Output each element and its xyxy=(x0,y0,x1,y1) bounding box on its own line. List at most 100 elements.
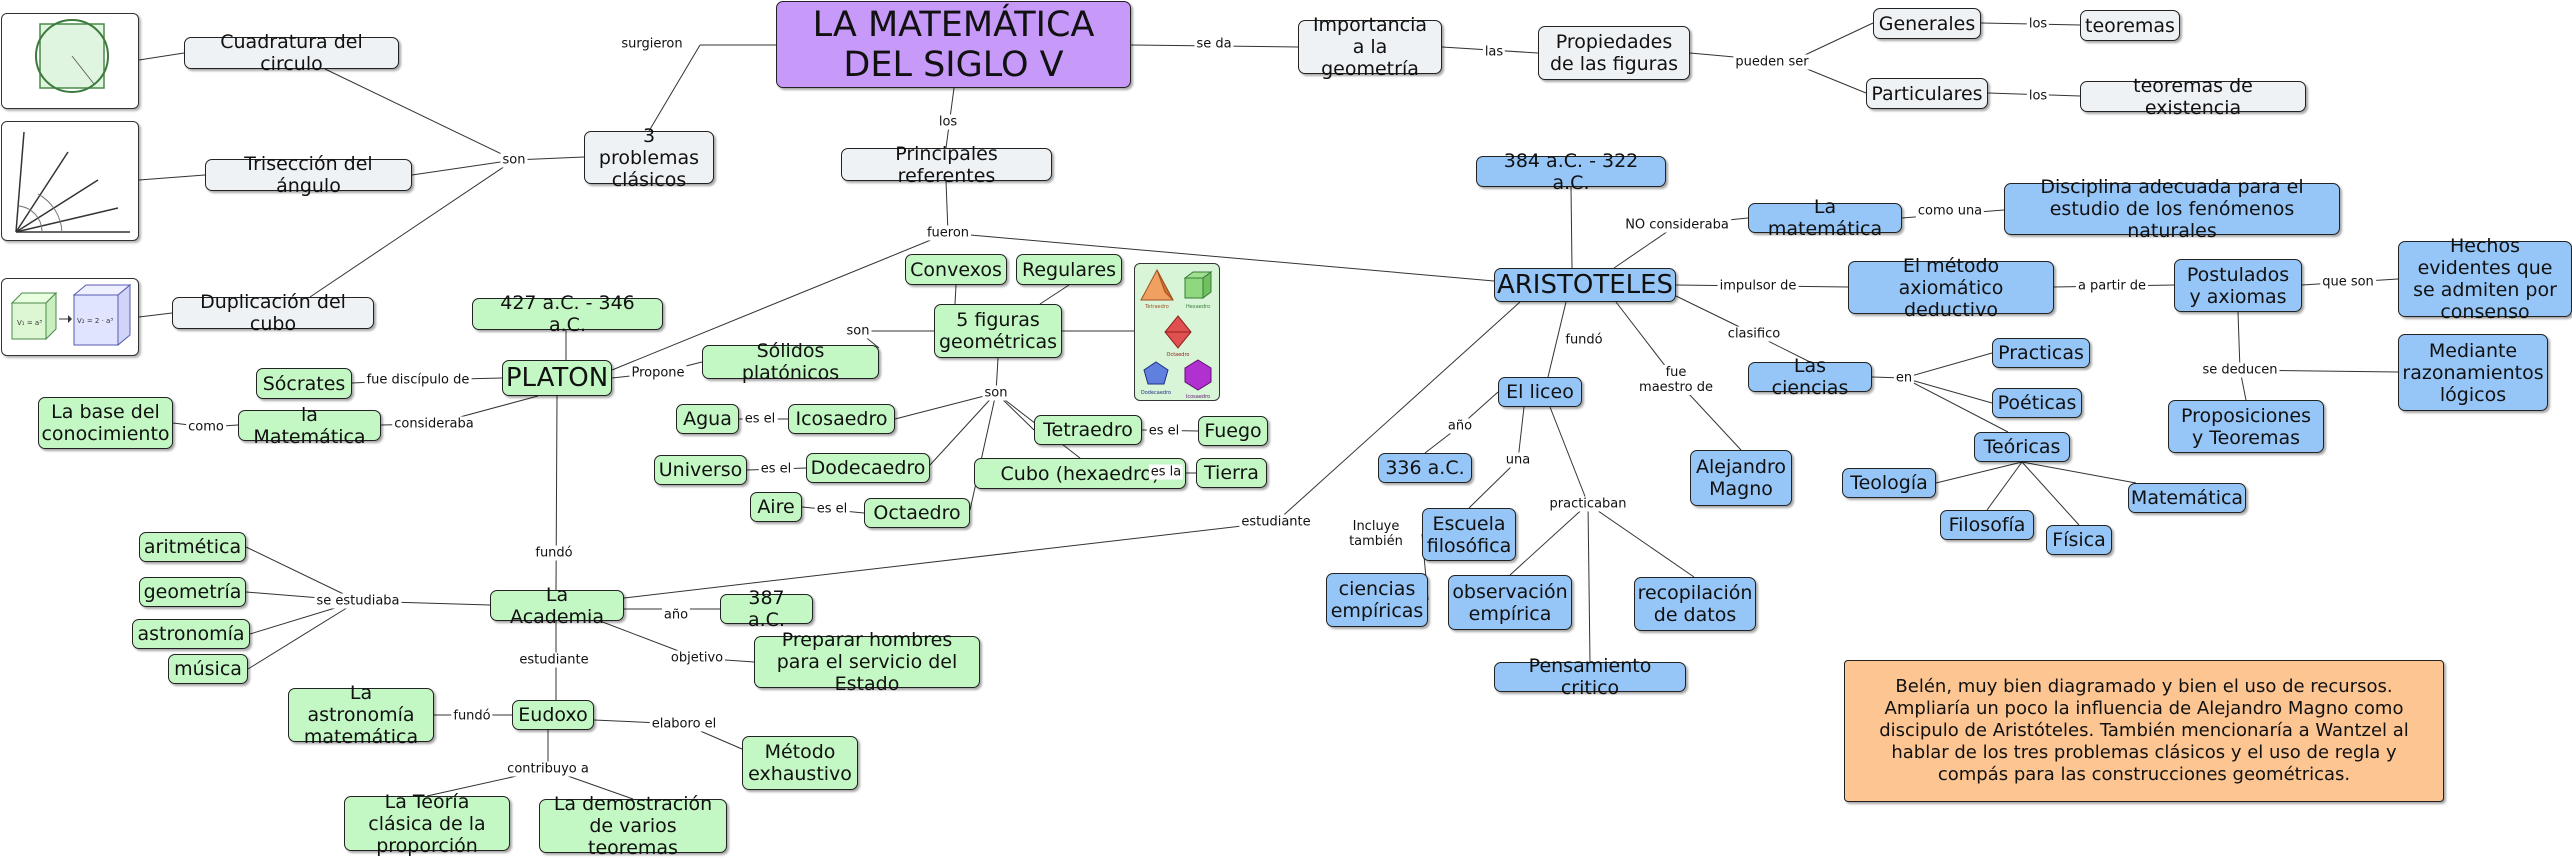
concept-solidos[interactable]: Sólidos platónicos xyxy=(702,340,879,384)
concept-geometria[interactable]: geometría xyxy=(139,577,246,607)
concept-proposiciones[interactable]: Proposiciones y Teoremas xyxy=(2168,400,2324,453)
concept-platon[interactable]: PLATON xyxy=(502,360,612,396)
connector-line xyxy=(1587,503,1695,578)
concept-teologia[interactable]: Teología xyxy=(1842,468,1936,498)
concept-observacion[interactable]: observación empírica xyxy=(1448,575,1572,630)
connector-line xyxy=(947,232,1495,282)
concept-tres-problemas[interactable]: 3 problemas clásicos xyxy=(584,125,714,191)
label-fundo-liceo: fundó xyxy=(1563,332,1605,348)
label-como: como xyxy=(186,419,226,435)
concept-importancia[interactable]: Importancia a la geometría xyxy=(1298,14,1442,80)
concept-mediante[interactable]: Mediante razonamientos lógicos xyxy=(2398,334,2548,411)
connector-line xyxy=(1275,301,1521,523)
label-los-generales: los xyxy=(2026,16,2050,32)
concept-academia-ano[interactable]: 387 a.C. xyxy=(720,587,813,631)
concept-postulados[interactable]: Postulados y axiomas xyxy=(2174,259,2302,312)
concept-particulares[interactable]: Particulares xyxy=(1866,78,1988,109)
concept-pensamiento[interactable]: Pensamiento critico xyxy=(1494,655,1686,699)
label-son-figuras: son xyxy=(982,385,1010,401)
cube-big-label: V₂ = 2 · a³ xyxy=(77,317,113,325)
concept-alejandro[interactable]: Alejandro Magno xyxy=(1690,450,1792,506)
concept-metodo-exhaustivo[interactable]: Método exhaustivo xyxy=(742,736,858,790)
concept-teoremas[interactable]: teoremas xyxy=(2080,10,2180,41)
concept-filosofia[interactable]: Filosofía xyxy=(1940,510,2034,540)
connector-line xyxy=(2237,311,2241,371)
concept-platon-fechas[interactable]: 427 a.C. - 346 a.C. xyxy=(472,292,663,336)
concept-poeticas[interactable]: Poéticas xyxy=(1992,388,2082,418)
concept-liceo-ano[interactable]: 336 a.C. xyxy=(1378,453,1472,483)
concept-matematica-teo[interactable]: Matemática xyxy=(2128,483,2246,513)
concept-disciplina[interactable]: Disciplina adecuada para el estudio de l… xyxy=(2004,176,2340,242)
label-en: en xyxy=(1893,370,1915,386)
concept-la-matematica[interactable]: la Matemática xyxy=(238,404,381,448)
concept-fuego[interactable]: Fuego xyxy=(1198,416,1268,446)
concept-generales[interactable]: Generales xyxy=(1873,8,1981,39)
concept-octaedro[interactable]: Octaedro xyxy=(864,498,970,528)
concept-recopilacion[interactable]: recopilación de datos xyxy=(1634,577,1756,631)
concept-escuela[interactable]: Escuela filosófica xyxy=(1422,508,1516,561)
concept-practicas[interactable]: Practicas xyxy=(1992,338,2090,368)
concept-triseccion[interactable]: Trisección del ángulo xyxy=(205,153,412,197)
concept-eudoxo[interactable]: Eudoxo xyxy=(512,700,594,730)
label-fue-discipulo: fue discípulo de xyxy=(364,372,472,388)
concept-duplicacion[interactable]: Duplicación del cubo xyxy=(172,291,374,335)
concept-academia[interactable]: La Academia xyxy=(490,584,624,628)
connector-line xyxy=(138,52,185,61)
concept-ciencias[interactable]: Las ciencias xyxy=(1748,355,1872,399)
label-surgieron: surgieron xyxy=(619,36,685,52)
concept-fisica[interactable]: Física xyxy=(2046,525,2112,555)
label-ano-liceo: año xyxy=(1445,418,1475,434)
tetraedro-image-label: Tetraedro xyxy=(1144,304,1169,310)
concept-preparar[interactable]: Preparar hombres para el servicio del Es… xyxy=(754,629,980,695)
concept-ciencias-empiricas[interactable]: ciencias empíricas xyxy=(1326,573,1428,627)
concept-cuadratura[interactable]: Cuadratura del circulo xyxy=(184,31,399,75)
concept-hechos[interactable]: Hechos evidentes que se admiten por cons… xyxy=(2398,235,2572,323)
concept-matematica-ari[interactable]: La matemática xyxy=(1748,196,1902,240)
concept-teoricas[interactable]: Teóricas xyxy=(1974,432,2070,462)
concept-icosaedro[interactable]: Icosaedro xyxy=(788,404,895,434)
label-se-da: se da xyxy=(1194,36,1234,52)
label-los-referentes: los xyxy=(936,114,960,130)
connector-line xyxy=(1903,377,1993,404)
label-clasifico: clasifico xyxy=(1725,326,1783,342)
concept-propiedades[interactable]: Propiedades de las figuras xyxy=(1538,26,1690,80)
label-fundo-eudoxo: fundó xyxy=(451,708,493,724)
concept-principales[interactable]: Principales referentes xyxy=(841,143,1052,187)
concept-base-conocimiento[interactable]: La base del conocimiento xyxy=(38,397,173,449)
concept-aristoteles-fechas[interactable]: 384 a.C. - 322 a.C. xyxy=(1476,150,1666,194)
label-fue-maestro: fue maestro de xyxy=(1635,365,1717,395)
concept-agua[interactable]: Agua xyxy=(676,404,739,434)
connector-line xyxy=(138,312,173,318)
concept-dodecaedro[interactable]: Dodecaedro xyxy=(806,453,930,483)
hexaedro-image-label: Hexaedro xyxy=(1186,304,1210,310)
concept-musica[interactable]: música xyxy=(168,654,248,684)
connector-line xyxy=(929,392,997,466)
concept-title[interactable]: LA MATEMÁTICA DEL SIGLO V xyxy=(776,1,1131,88)
connector-line xyxy=(969,392,997,511)
label-los-particulares: los xyxy=(2026,88,2050,104)
label-contribuyo: contribuyo a xyxy=(505,761,591,777)
concept-socrates[interactable]: Sócrates xyxy=(256,368,352,399)
label-pueden-ser: pueden ser xyxy=(1733,54,1811,70)
concept-aristoteles[interactable]: ARISTOTELES xyxy=(1494,268,1676,302)
concept-demostracion[interactable]: La demostración de varios teoremas xyxy=(539,793,727,859)
concept-aire[interactable]: Aire xyxy=(750,492,802,522)
concept-teoremas-existencia[interactable]: teoremas de existencia xyxy=(2080,75,2306,119)
label-es-el-aire: es el xyxy=(814,501,850,517)
concept-tetraedro[interactable]: Tetraedro xyxy=(1034,415,1142,445)
label-incluye: Incluye también xyxy=(1344,519,1408,549)
label-propone: Propone xyxy=(629,365,687,381)
concept-cinco-figuras[interactable]: 5 figuras geométricas xyxy=(934,304,1062,358)
concept-teoria-proporcion[interactable]: La Teoría clásica de la proporción xyxy=(344,791,510,857)
concept-aritmetica[interactable]: aritmética xyxy=(139,532,246,562)
concept-astronomia[interactable]: astronomía xyxy=(132,619,250,649)
concept-universo[interactable]: Universo xyxy=(654,455,747,485)
concept-tierra[interactable]: Tierra xyxy=(1196,458,1267,488)
concept-liceo[interactable]: El liceo xyxy=(1498,377,1582,407)
connector-line xyxy=(623,521,1277,599)
concept-regulares[interactable]: Regulares xyxy=(1016,254,1122,285)
concept-astronomia-mat[interactable]: La astronomía matemática xyxy=(288,682,434,748)
connector-line xyxy=(648,44,701,132)
concept-convexos[interactable]: Convexos xyxy=(905,254,1007,285)
concept-metodo-axiomatico[interactable]: El método axiomático deductivo xyxy=(1848,255,2054,321)
